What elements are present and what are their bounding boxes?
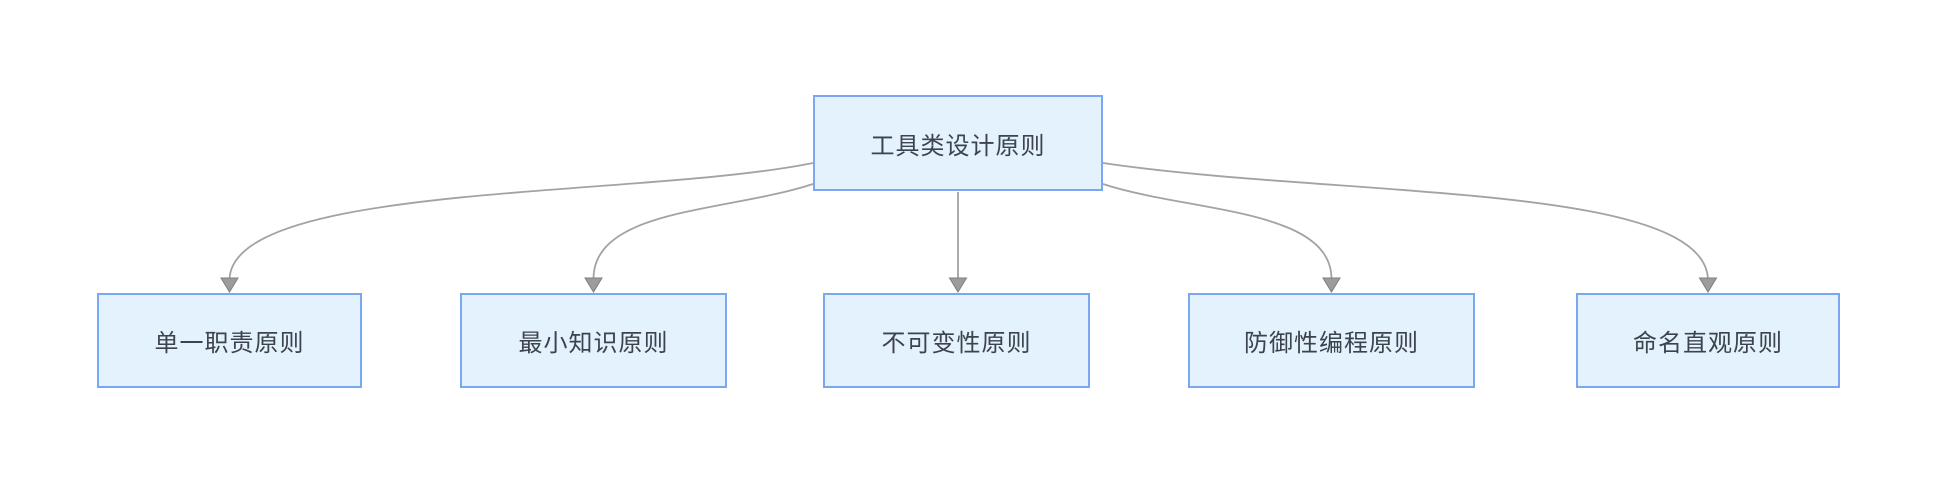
arrow-down-icon <box>948 277 968 293</box>
node-defensive-programming: 防御性编程原则 <box>1188 293 1475 388</box>
node-single-responsibility: 单一职责原则 <box>97 293 362 388</box>
edge-root-to-single-responsibility <box>228 162 814 280</box>
arrow-down-icon <box>584 277 603 293</box>
node-immutability: 不可变性原则 <box>823 293 1090 388</box>
node-least-knowledge: 最小知识原则 <box>460 293 727 388</box>
arrow-down-icon <box>1322 277 1341 293</box>
node-label: 命名直观原则 <box>1633 330 1783 357</box>
node-root-label: 工具类设计原则 <box>870 132 1046 160</box>
edge-root-to-defensive-programming <box>1102 183 1333 280</box>
edge-root-to-intuitive-naming <box>1102 162 1709 280</box>
arrow-down-icon <box>1698 277 1718 293</box>
node-label: 单一职责原则 <box>154 330 305 357</box>
node-intuitive-naming: 命名直观原则 <box>1576 293 1840 388</box>
node-label: 不可变性原则 <box>881 330 1032 357</box>
arrow-down-icon <box>220 277 239 293</box>
node-root: 工具类设计原则 <box>813 95 1103 191</box>
node-label: 最小知识原则 <box>518 330 669 357</box>
node-label: 防御性编程原则 <box>1244 330 1419 357</box>
edge-root-to-least-knowledge <box>592 183 814 280</box>
